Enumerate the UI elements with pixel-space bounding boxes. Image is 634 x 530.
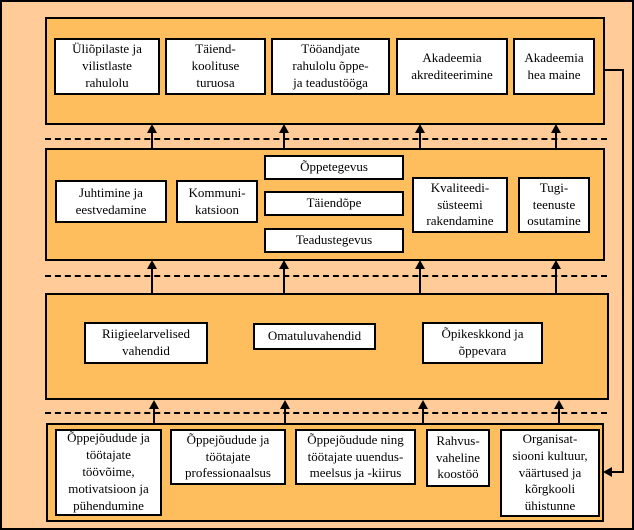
box-organisatsiooni-kultuur: Organisat- siooni kultuur, väärtused ja … xyxy=(500,429,600,517)
box-opikeskkond-oppevara: Õpikeskkond ja õppevara xyxy=(422,322,543,364)
arrowhead-icon xyxy=(415,124,425,133)
box-uliopilaste-vilistlaste-rahulolu: Üliõpilaste ja vilistlaste rahulolu xyxy=(54,38,160,95)
up-arrow-icon xyxy=(146,260,158,294)
box-kommunikatsioon: Kommuni- katsioon xyxy=(176,180,258,223)
box-oppetegevus: Õppetegevus xyxy=(264,155,404,180)
feedback-line-top xyxy=(603,69,624,71)
arrowhead-icon xyxy=(551,260,561,269)
arrow-stem xyxy=(283,133,285,149)
arrow-stem xyxy=(153,409,155,424)
box-rahvusvaheline-koostoo: Rahvus- vaheline koostöö xyxy=(426,429,490,487)
up-arrow-icon xyxy=(550,124,562,149)
box-akadeemia-hea-maine: Akadeemia hea maine xyxy=(513,38,595,95)
arrow-stem xyxy=(284,409,286,424)
up-arrow-icon xyxy=(550,260,562,294)
box-oppejoudude-professionaalsus: Õppejõudude ja töötajate professionaalsu… xyxy=(170,429,286,485)
arrow-stem xyxy=(555,133,557,149)
arrowhead-icon xyxy=(415,260,425,269)
dashed-divider xyxy=(45,275,607,277)
arrowhead-icon xyxy=(279,124,289,133)
up-arrow-icon xyxy=(146,124,158,149)
up-arrow-icon xyxy=(278,124,290,149)
arrowhead-icon xyxy=(149,400,159,409)
up-arrow-icon xyxy=(553,400,565,424)
feedback-arrowhead-icon xyxy=(603,467,612,477)
up-arrow-icon xyxy=(148,400,160,424)
box-teadustegevus: Teadustegevus xyxy=(264,228,404,253)
arrowhead-icon xyxy=(418,400,428,409)
arrow-stem xyxy=(555,269,557,294)
arrowhead-icon xyxy=(554,400,564,409)
box-riigieelarvelised-vahendid: Riigieelarvelised vahendid xyxy=(84,322,208,364)
arrowhead-icon xyxy=(280,400,290,409)
box-oppejoudude-toovoime: Õppejõudude ja töötajate töövõime, motiv… xyxy=(55,429,162,516)
arrowhead-icon xyxy=(551,124,561,133)
arrowhead-icon xyxy=(279,260,289,269)
box-tooandjate-rahulolu: Tööandjate rahulolu õppe- ja teadustööga xyxy=(271,38,390,95)
box-taiendkoolituse-turuosa: Täiend- koolituse turuosa xyxy=(165,38,266,95)
box-omatuluvahendid: Omatuluvahendid xyxy=(253,323,376,350)
up-arrow-icon xyxy=(414,124,426,149)
dashed-divider xyxy=(45,138,607,140)
arrowhead-icon xyxy=(147,124,157,133)
up-arrow-icon xyxy=(414,260,426,294)
box-tugiteenuste-osutamine: Tugi- teenuste osutamine xyxy=(518,177,590,233)
arrow-stem xyxy=(419,133,421,149)
box-juhtimine-eestvedamine: Juhtimine ja eestvedamine xyxy=(55,180,167,223)
box-kvaliteedisusteemi-rakendamine: Kvaliteedi- süsteemi rakendamine xyxy=(412,177,508,233)
up-arrow-icon xyxy=(278,260,290,294)
arrow-stem xyxy=(422,409,424,424)
box-taiendope: Täiendõpe xyxy=(264,191,404,216)
up-arrow-icon xyxy=(417,400,429,424)
arrowhead-icon xyxy=(147,260,157,269)
box-akadeemia-akrediteerimine: Akadeemia akrediteerimine xyxy=(396,38,508,95)
arrow-stem xyxy=(558,409,560,424)
dashed-divider xyxy=(45,412,607,414)
arrow-stem xyxy=(419,269,421,294)
up-arrow-icon xyxy=(279,400,291,424)
arrow-stem xyxy=(151,133,153,149)
arrow-stem xyxy=(151,269,153,294)
feedback-line-vertical xyxy=(622,69,624,473)
feedback-line-bottom xyxy=(611,471,624,473)
arrow-stem xyxy=(283,269,285,294)
box-oppejoudude-uuendusmeelsus: Õppejõudude ning töötajate uuendus- meel… xyxy=(295,429,416,485)
